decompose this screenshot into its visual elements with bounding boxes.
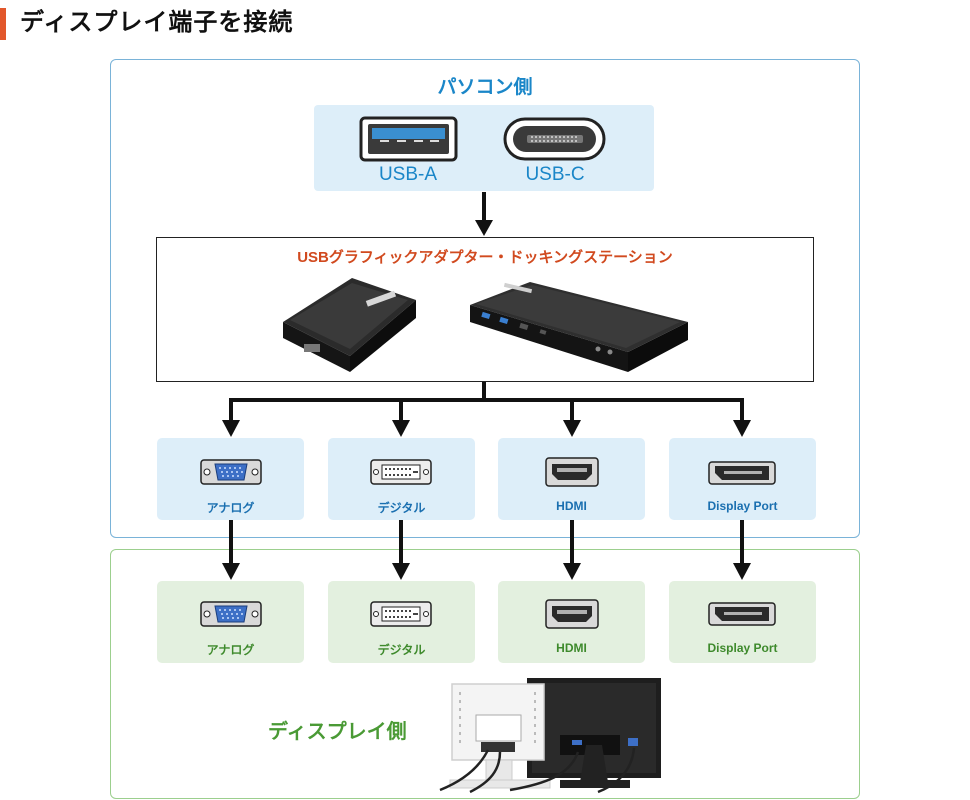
dvi-port-icon [370,601,432,627]
pc-output-label-analog: アナログ [206,501,255,515]
adapter-title: USBグラフィックアダプター・ドッキングステーション [297,249,673,266]
title-accent-bar [0,8,6,40]
usb-a-label: USB-A [378,164,438,185]
hdmi-port-icon [545,457,599,487]
hdmi-port-icon [545,599,599,629]
arrow-adapter-to-outputs [229,382,744,422]
arrow-usb-to-adapter [475,192,493,236]
usb-c-port-icon [503,117,606,161]
pc-side-panel [110,59,860,538]
monitors-image [439,678,661,794]
displayport-icon [708,602,776,626]
display-input-label-hdmi: HDMI [556,641,587,655]
pc-side-title: パソコン側 [437,77,533,98]
display-input-label-digital: デジタル [377,643,426,657]
pc-output-label-displayport: Display Port [707,499,778,513]
dvi-port-icon [370,459,432,485]
arrow-heads-outputs [222,420,751,437]
displayport-icon [708,461,776,485]
docking-station-image [470,282,688,372]
usb-graphics-adapter-image [283,278,416,372]
display-side-panel [110,549,860,799]
vga-port-icon [200,601,262,627]
display-input-label-displayport: Display Port [707,641,778,655]
pc-output-label-hdmi: HDMI [556,499,587,513]
vga-port-icon [200,459,262,485]
display-side-title: ディスプレイ側 [268,721,407,743]
display-input-label-analog: アナログ [206,643,255,657]
page-title: ディスプレイ端子を接続 [20,9,294,36]
pc-output-label-digital: デジタル [377,501,426,515]
arrow-heads-display [222,563,751,580]
usb-a-port-icon [359,116,458,162]
usb-c-label: USB-C [525,164,585,185]
arrow-outputs-to-display [229,520,744,565]
